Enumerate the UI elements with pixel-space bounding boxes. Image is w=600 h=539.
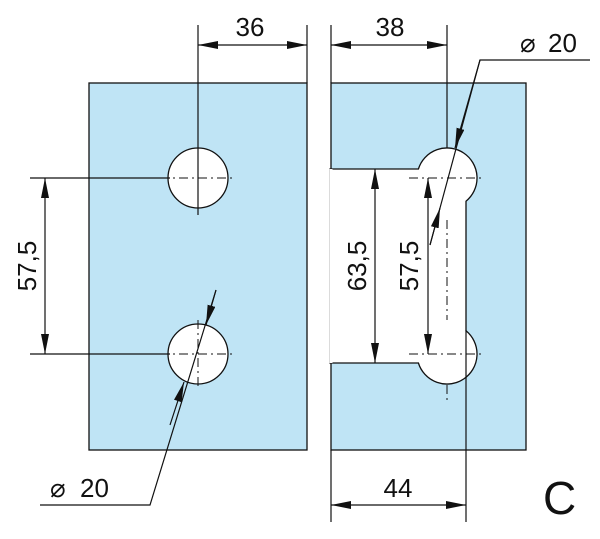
svg-text:20: 20: [80, 473, 109, 503]
dim-notch-depth: 44: [330, 330, 467, 522]
svg-text:44: 44: [384, 473, 413, 503]
dim-left-hole-spacing: 57,5: [12, 177, 170, 355]
dim-diameter-top: ⌀ 20: [429, 28, 590, 246]
svg-text:38: 38: [376, 12, 405, 42]
variant-label: C: [543, 472, 576, 524]
centerlines: [160, 177, 485, 400]
svg-text:⌀: ⌀: [50, 473, 66, 503]
dim-left-width: 36: [197, 12, 308, 215]
diameter-symbol: ⌀: [520, 28, 536, 58]
svg-text:57,5: 57,5: [12, 241, 42, 292]
svg-text:63,5: 63,5: [342, 241, 372, 292]
svg-text:36: 36: [236, 12, 265, 42]
svg-text:57,5: 57,5: [394, 241, 424, 292]
dim-right-hole-spacing: 57,5: [394, 178, 432, 354]
svg-text:20: 20: [548, 28, 577, 58]
dim-right-width: 38: [330, 12, 448, 148]
dim-diameter-bottom: ⌀ 20: [40, 289, 217, 506]
dim-notch-height: 63,5: [342, 169, 379, 363]
